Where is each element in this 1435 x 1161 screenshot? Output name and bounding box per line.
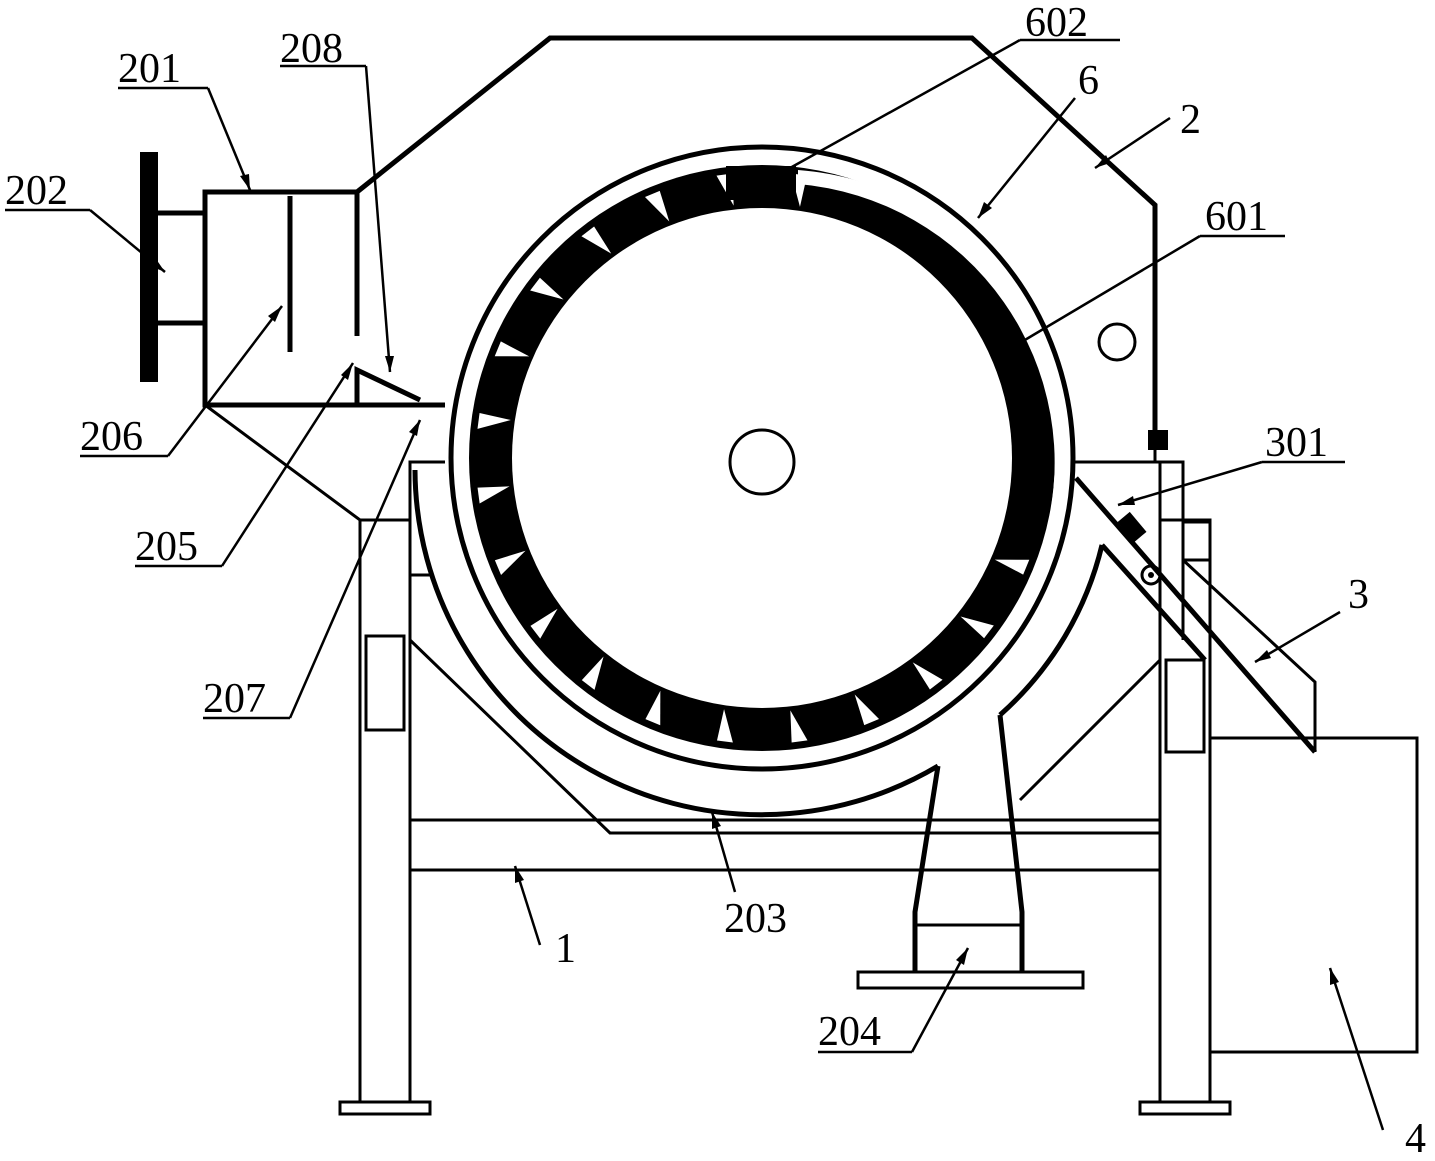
- label-206: 206: [80, 414, 143, 460]
- drum-blade: [716, 709, 733, 743]
- inlet-box: [202, 189, 445, 408]
- frame-right-top: [1075, 460, 1185, 640]
- drum-blade: [912, 662, 943, 690]
- trough-right-arc: [998, 544, 1105, 717]
- outlet-left-wall: [912, 765, 941, 972]
- label-208: 208: [280, 26, 343, 72]
- label-4: 4: [1405, 1116, 1426, 1161]
- drum-block-602: [726, 166, 796, 200]
- drum-blade: [581, 656, 604, 690]
- discharge-chute: [1074, 476, 1317, 754]
- label-2: 2: [1180, 97, 1201, 143]
- left-leg-bracket: [364, 634, 406, 732]
- collection-box: [1208, 736, 1419, 1054]
- housing-hood: [355, 35, 1158, 450]
- housing: [204, 35, 1168, 522]
- outlet-flange: [856, 970, 1085, 990]
- housing-bolt-hole: [1097, 322, 1137, 362]
- drum-blade: [494, 550, 526, 576]
- inlet-deflector: [354, 366, 422, 405]
- drum-blade: [581, 226, 612, 254]
- drum-blade: [960, 616, 994, 639]
- right-foot: [1138, 1100, 1232, 1116]
- drum-blade: [477, 412, 511, 429]
- drum-inner: [512, 208, 1012, 708]
- housing-latch: [1148, 430, 1168, 450]
- chute-hinge: [1117, 511, 1147, 543]
- part-labels: 602 6 2 601 201 208 202 206 205 207 301 …: [5, 0, 1426, 1161]
- housing-lower-left: [204, 403, 410, 522]
- label-3: 3: [1348, 572, 1369, 618]
- chute-top-plate: [1074, 476, 1317, 754]
- drum-blade: [644, 190, 670, 222]
- drum-blade: [477, 486, 510, 504]
- inlet-assembly: [140, 152, 445, 408]
- right-leg-bracket: [1164, 658, 1206, 754]
- label-1: 1: [555, 926, 576, 972]
- drum-assembly: [412, 144, 1105, 990]
- drum-blade: [994, 559, 1030, 575]
- frame-brace-left: [408, 638, 1160, 835]
- lower-trough: [412, 469, 940, 818]
- drum-blade: [790, 710, 808, 743]
- chute-pivot: [1140, 564, 1162, 586]
- right-leg: [1158, 518, 1212, 1104]
- leader-lines: [5, 38, 1385, 1131]
- label-204: 204: [818, 1009, 881, 1055]
- drum-blade: [645, 690, 661, 726]
- frame-left-top: [408, 460, 445, 575]
- chute-pivot-center: [1148, 572, 1154, 578]
- label-201: 201: [118, 46, 181, 92]
- outlet-right-wall: [997, 714, 1025, 972]
- label-6: 6: [1078, 58, 1099, 104]
- drum-outer-screen: [448, 144, 1076, 772]
- inlet-flange: [140, 152, 158, 382]
- frame-brace-right: [1018, 658, 1162, 802]
- chute-lower-edge: [1181, 558, 1317, 752]
- drum-blades: [477, 173, 1030, 743]
- frame-right-ear: [1183, 520, 1212, 562]
- drum-blade: [530, 277, 564, 300]
- left-leg: [358, 518, 412, 1104]
- drum-blade: [530, 608, 558, 639]
- label-205: 205: [135, 524, 198, 570]
- label-207: 207: [203, 676, 266, 722]
- drum-blade: [854, 694, 880, 726]
- label-602: 602: [1025, 0, 1088, 46]
- label-202: 202: [5, 168, 68, 214]
- drum-hub: [728, 428, 796, 496]
- label-203: 203: [724, 896, 787, 942]
- drum-blade: [494, 341, 530, 357]
- label-601: 601: [1205, 194, 1268, 240]
- left-foot: [338, 1100, 432, 1116]
- chute-inner-plate: [1100, 543, 1207, 662]
- label-301: 301: [1265, 420, 1328, 466]
